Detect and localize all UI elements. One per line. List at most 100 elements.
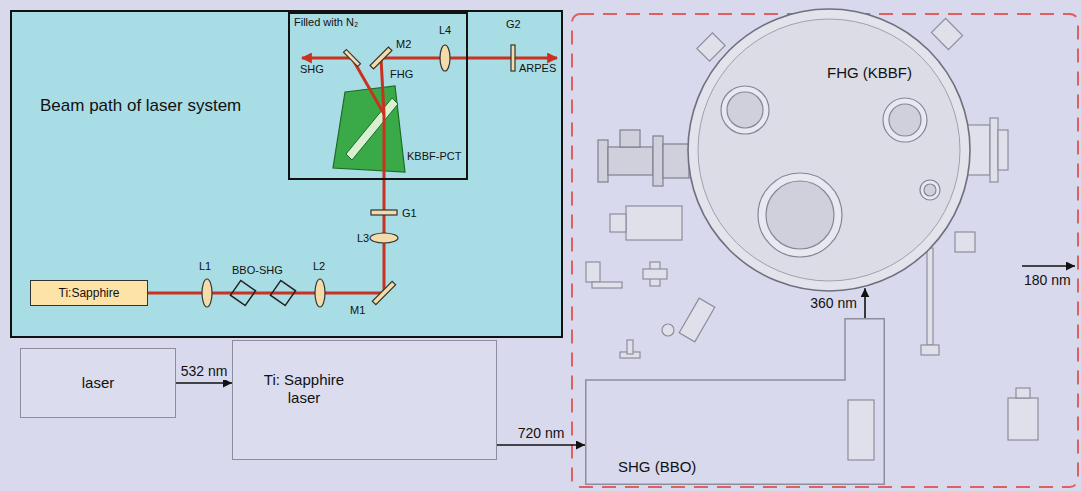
label-anchor: L2 [313,260,325,273]
viewport [920,180,940,200]
part-label: M2 [396,38,411,51]
chamber-outline [687,8,971,292]
beam-arrow [864,288,866,318]
viewport [721,86,769,134]
lower-port [955,232,975,252]
label-anchor: M2 [396,38,411,51]
node-label: Ti:Sapphire [59,286,120,300]
label-anchor: SHG [300,63,324,76]
window [511,45,515,71]
part-label: KBBF-PCT [407,150,461,163]
part-label: L2 [313,260,325,273]
label-anchor: L4 [439,24,451,37]
shg-unit: SHG (BBO) [585,318,885,485]
label-anchor: G2 [506,18,521,31]
viewport [758,173,842,257]
label-anchor: FHG [390,68,413,81]
cross-part [643,269,667,279]
part-label: L4 [439,24,451,37]
top-port [697,33,725,61]
label-anchor: L1 [199,260,211,273]
flange [653,136,663,186]
edge-label-anchor: 360 nm [808,295,859,312]
chamber-wall [688,9,970,291]
side-flange [998,130,1008,170]
control-box [626,206,682,240]
node-label: laser [82,374,115,392]
bracket [592,282,622,288]
viewport-glass [727,92,763,128]
flange [598,140,608,182]
small-parts [586,18,1038,460]
lens [202,279,212,307]
edge-label-anchor: 532 nm [179,363,230,380]
top-port [931,18,962,49]
bbo-crystal [230,280,255,305]
rod [927,248,933,345]
wavelength-label: 360 nm [808,295,859,312]
node-label: Ti: Sapphire laser [254,371,354,407]
knob [662,324,674,336]
panel-heading: Beam path of laser system [40,96,241,116]
ti-sapphire-laser-box: Ti: Sapphire laser [232,340,497,460]
part-label: G2 [506,18,521,31]
part-label: ARPES [519,62,556,75]
laser-beam [148,114,384,293]
part-label: SHG [300,63,324,76]
viewport-glass [924,184,936,196]
crystal-mount [848,400,874,460]
beam-arrow [176,382,232,384]
label-anchor: ARPES [519,62,556,75]
viewport [883,98,927,142]
side-flange [990,118,998,182]
edge-label-anchor: 720 nm [516,425,567,442]
cylinder [679,298,715,342]
window [371,210,397,215]
output-arrow [1022,265,1075,267]
beam-tube [598,130,689,186]
viewport-glass [766,181,834,249]
wavelength-label: 720 nm [516,425,567,442]
vacuum-chamber: FHG (KBBF) [687,8,971,292]
node-label: Filled with N₂ [294,16,358,29]
part-label: G1 [402,207,417,220]
chamber-ring [698,19,960,281]
rod-knob [921,345,939,355]
viewport-glass [889,104,921,136]
node-label: SHG (BBO) [618,458,696,476]
lens [440,45,450,71]
adjuster [1016,388,1030,398]
lens [315,279,325,307]
dashed-region [572,14,1078,487]
part-label: L3 [357,232,369,245]
pump-laser-box: laser [20,348,176,418]
fhg-beam [381,58,557,114]
laser-source-box: Ti:Sapphire [30,280,148,306]
part-label: BBO-SHG [232,264,283,277]
label-anchor: BBO-SHG [232,264,283,277]
valve [663,144,689,178]
mirror [370,47,392,69]
label-anchor: L3 [357,232,369,245]
shg-housing [586,319,885,485]
label-anchor: 180 nm [1024,272,1071,289]
mirror [372,281,395,304]
tube [608,147,653,175]
part-label: FHG [390,68,413,81]
kbbf-plate [346,98,398,160]
part-label: L1 [199,260,211,273]
port [620,130,640,147]
bbo-crystal [270,280,295,305]
lens [370,233,398,243]
kbbf-prism [333,86,405,172]
bracket [586,262,600,282]
beam-arrow [497,444,585,446]
mirror [344,50,361,67]
inset-panel: Beam path of laser system Filled with N₂ T… [10,10,563,338]
adjuster [1008,398,1038,440]
label-anchor: KBBF-PCT [407,150,461,163]
t-handle [627,340,633,354]
part-label: 180 nm [1024,272,1071,289]
wavelength-label: 532 nm [179,363,230,380]
